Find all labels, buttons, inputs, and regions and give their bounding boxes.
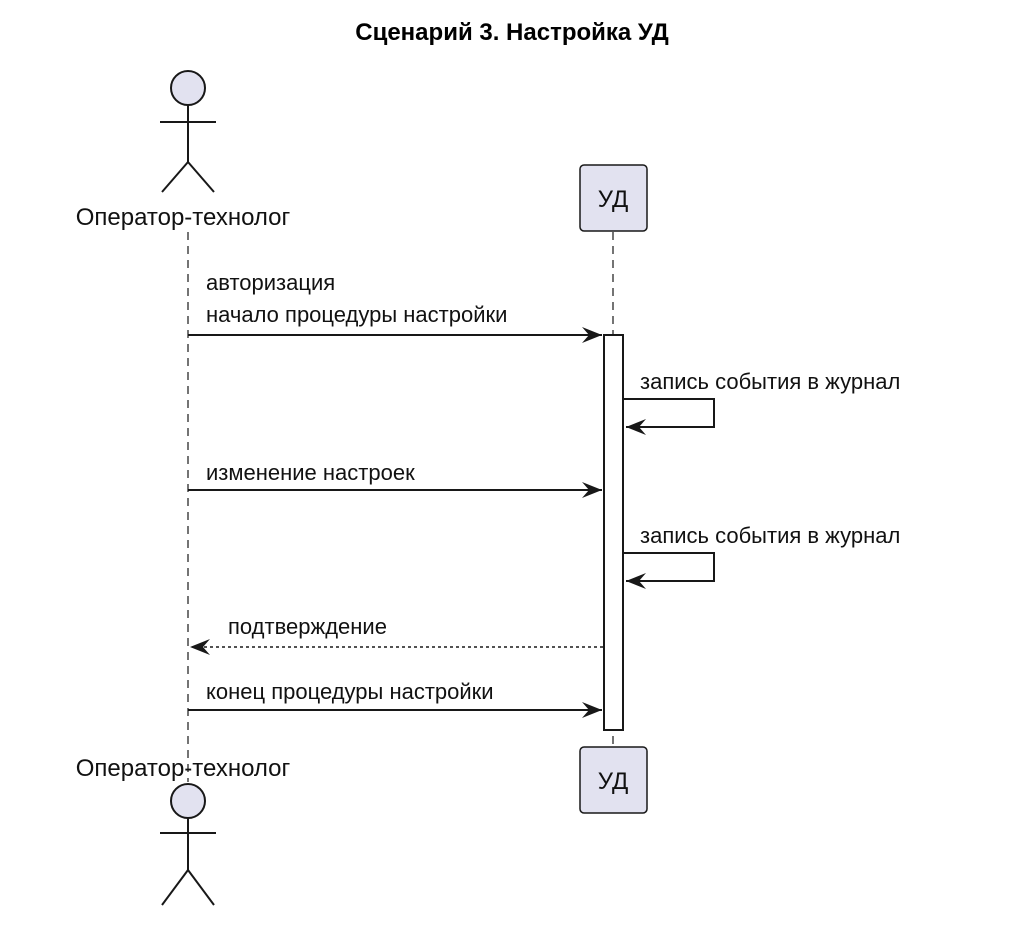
- diagram-title: Сценарий 3. Настройка УД: [355, 19, 669, 46]
- activation-bar: [603, 334, 624, 731]
- actor-bottom-head-icon: [170, 783, 206, 819]
- message-2-arrow: [624, 398, 715, 435]
- actor-head-icon: [170, 70, 206, 106]
- message-2-label: запись события в журнал: [640, 369, 900, 394]
- actor-top-label: Оператор-технолог: [76, 204, 291, 231]
- system-top-label: УД: [598, 186, 628, 213]
- system-bottom-label: УД: [598, 768, 628, 795]
- system-bottom: УД: [579, 746, 648, 814]
- message-1-line-1: авторизация: [206, 270, 335, 295]
- message-4-label: запись события в журнал: [640, 523, 900, 548]
- message-1-line-2: начало процедуры настройки: [206, 302, 507, 327]
- message-5-label: подтверждение: [228, 614, 387, 639]
- system-bottom-box: [579, 746, 648, 814]
- actor-bottom: Оператор-технолог: [76, 755, 291, 906]
- actor-bottom-label: Оператор-технолог: [76, 755, 291, 782]
- message-6-label: конец процедуры настройки: [206, 679, 494, 704]
- system-top-box: [579, 164, 648, 232]
- system-top: УД: [579, 164, 648, 232]
- actor-top: Оператор-технолог: [76, 70, 291, 231]
- message-4-arrow: [624, 552, 715, 589]
- message-3-label: изменение настроек: [206, 460, 415, 485]
